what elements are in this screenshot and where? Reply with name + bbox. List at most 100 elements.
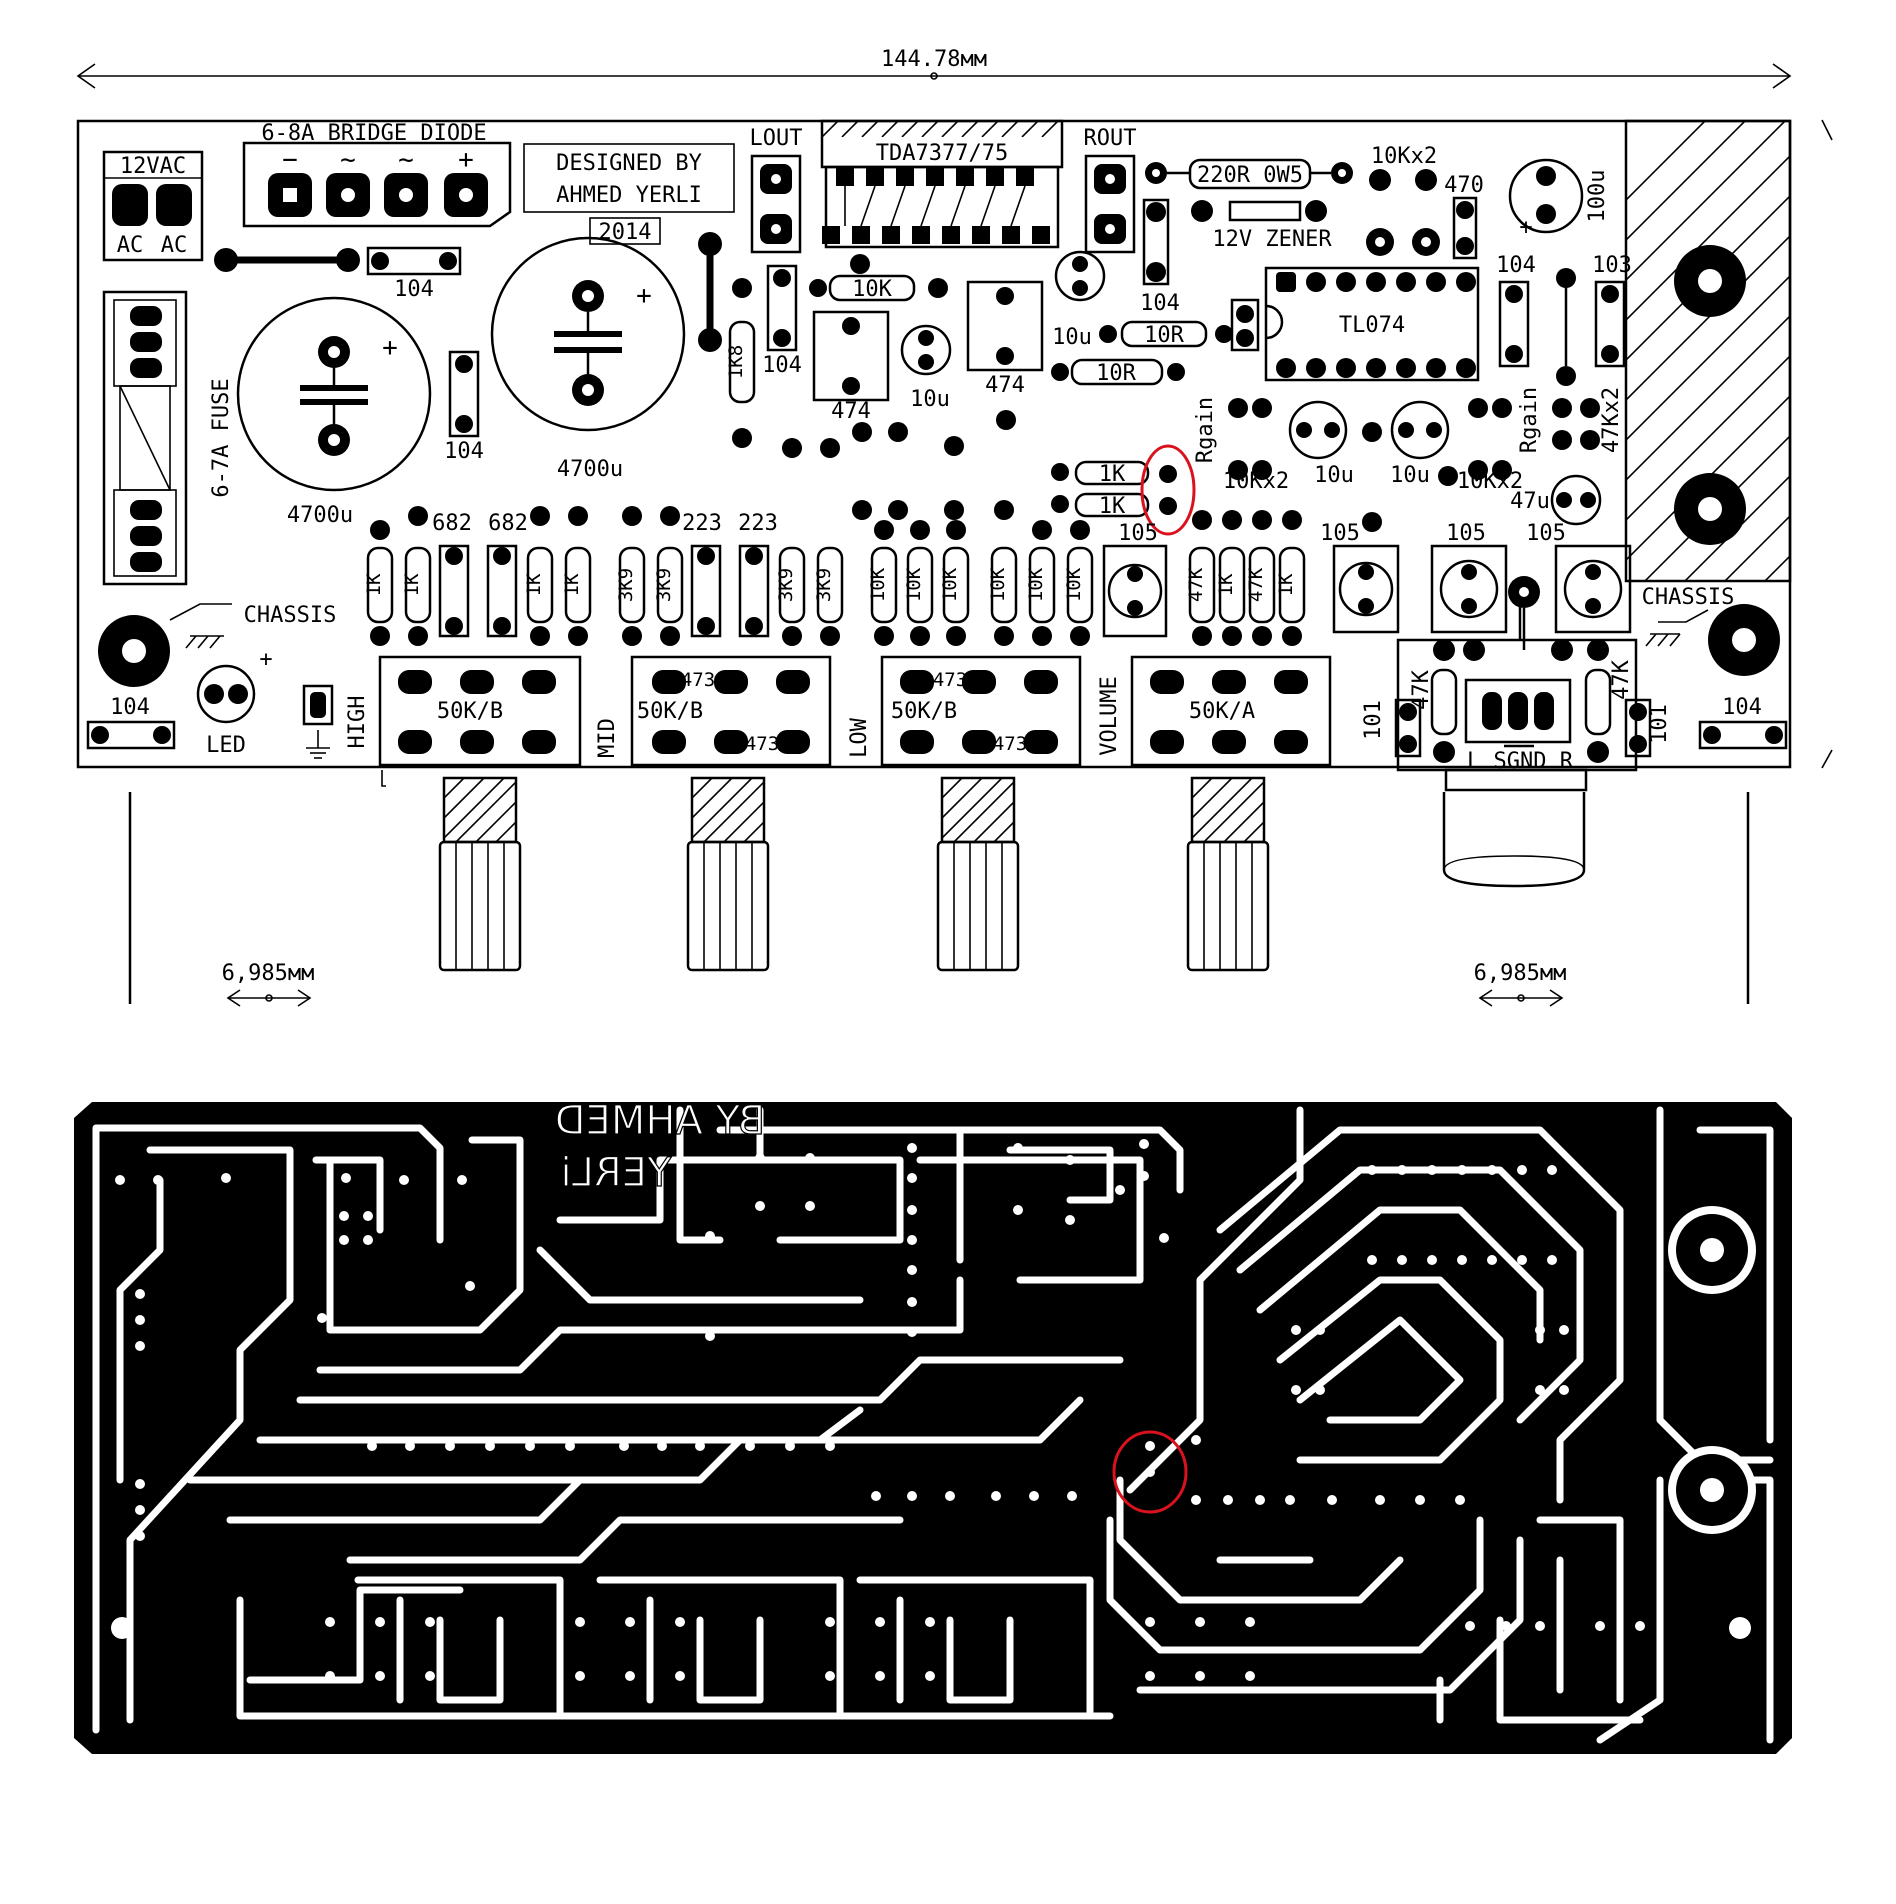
r1k8-area: 1K8 104	[698, 232, 802, 448]
svg-text:1K: 1K	[1275, 573, 1297, 596]
svg-text:101: 101	[1647, 704, 1672, 744]
svg-text:CHASSIS: CHASSIS	[1642, 585, 1735, 610]
svg-text:10K: 10K	[1025, 567, 1047, 602]
svg-text:12VAC: 12VAC	[120, 154, 186, 179]
svg-text:+: +	[259, 647, 272, 672]
svg-text:10u: 10u	[1314, 463, 1354, 488]
top-dimension: 144.78мм	[76, 47, 1792, 89]
bypass-cap-104-bottom-right: 104	[1698, 695, 1788, 750]
lout-connector: LOUT	[750, 126, 802, 254]
input-jack: 101 47K L SGND R 47K 101	[1361, 604, 1672, 888]
svg-text:47K: 47K	[1409, 669, 1434, 709]
svg-text:6,985мм: 6,985мм	[1474, 961, 1567, 986]
svg-text:CHASSIS: CHASSIS	[244, 603, 337, 628]
dimension-top-label: 144.78мм	[881, 47, 987, 72]
copper-credit-text: BY AHMED YERLi	[554, 1097, 766, 1196]
svg-text:LED: LED	[206, 733, 246, 758]
svg-text:AC: AC	[161, 233, 188, 258]
svg-text:DESIGNED BY: DESIGNED BY	[556, 151, 702, 176]
chassis-mount-left: CHASSIS	[98, 603, 336, 687]
cap-10u-a: 10u	[900, 324, 952, 412]
svg-text:101: 101	[1361, 700, 1386, 740]
power-led: + LED	[196, 647, 273, 758]
svg-text:MID: MID	[595, 718, 620, 758]
cap-10u-b: 10u	[1052, 250, 1106, 350]
svg-text:104: 104	[394, 277, 434, 302]
svg-text:3K9: 3K9	[615, 568, 637, 602]
svg-text:1K: 1K	[561, 573, 583, 596]
svg-text:223: 223	[738, 511, 778, 536]
svg-text:47K: 47K	[1185, 567, 1207, 602]
ground-pad	[302, 684, 334, 759]
svg-text:HIGH: HIGH	[345, 696, 370, 749]
svg-text:100u: 100u	[1585, 170, 1610, 223]
gain-section: Rgain 10Kx2 10u 10u 10Kx2 Rgain 47Kx2 47…	[1193, 387, 1624, 532]
svg-text:47u: 47u	[1510, 489, 1550, 514]
svg-text:10u: 10u	[1052, 325, 1092, 350]
svg-text:+: +	[382, 333, 398, 363]
svg-text:473: 473	[993, 733, 1027, 755]
pot-mid: MID 473 50K/B 473	[595, 655, 832, 972]
svg-text:104: 104	[1140, 291, 1180, 316]
svg-text:4700u: 4700u	[287, 503, 353, 528]
svg-text:1K: 1K	[1215, 573, 1237, 596]
highlight-circle-top	[1140, 444, 1196, 536]
svg-text:10u: 10u	[910, 387, 950, 412]
copper-layer: BY AHMED YERLi	[74, 1097, 1792, 1754]
chassis-mount-right: CHASSIS	[1642, 585, 1780, 676]
heatsink-hatch	[1624, 119, 1792, 583]
svg-text:3K9: 3K9	[653, 568, 675, 602]
svg-text:103: 103	[1592, 253, 1632, 278]
svg-text:105: 105	[1526, 521, 1566, 546]
svg-text:473: 473	[745, 733, 779, 755]
bridge-diode: 6-8A BRIDGE DIODE − ~ ~ +	[242, 121, 512, 228]
svg-text:BY AHMED: BY AHMED	[555, 1098, 765, 1144]
svg-text:10u: 10u	[1390, 463, 1430, 488]
svg-text:104: 104	[110, 695, 150, 720]
fuse-holder: 6-7A FUSE	[102, 290, 234, 586]
bridge-bypass: 104	[214, 246, 462, 302]
svg-text:10Kx2: 10Kx2	[1371, 144, 1437, 169]
svg-text:3K9: 3K9	[813, 568, 835, 602]
svg-text:10R: 10R	[1096, 361, 1136, 386]
svg-text:473: 473	[681, 669, 715, 691]
svg-text:10K: 10K	[1063, 567, 1085, 602]
svg-text:+: +	[458, 145, 474, 175]
svg-text:1K: 1K	[1099, 494, 1126, 519]
svg-text:47K: 47K	[1245, 567, 1267, 602]
svg-text:474: 474	[831, 399, 871, 424]
main-filter-cap-left: + 4700u	[236, 296, 432, 528]
svg-text:682: 682	[432, 511, 472, 536]
svg-text:10K: 10K	[903, 567, 925, 602]
svg-text:~: ~	[340, 145, 356, 175]
cap-474-a: 474	[812, 310, 890, 424]
svg-text:104: 104	[444, 439, 484, 464]
svg-text:682: 682	[488, 511, 528, 536]
svg-text:105: 105	[1118, 521, 1158, 546]
highlight-circle-bottom	[1112, 1430, 1188, 1514]
svg-text:10R: 10R	[1144, 323, 1184, 348]
resistors-1k-pair: 1K 1K	[1051, 444, 1196, 536]
svg-text:47K: 47K	[1609, 659, 1634, 699]
svg-text:10K: 10K	[852, 277, 892, 302]
right-bypass-caps: 104 103	[1496, 253, 1632, 386]
supply-regulation: 220R 0W5 12V ZENER 10Kx2 470 + 100u 104	[1140, 144, 1610, 316]
svg-text:4700u: 4700u	[557, 457, 623, 482]
svg-text:1K: 1K	[523, 573, 545, 596]
svg-text:VOLUME: VOLUME	[1097, 676, 1122, 755]
svg-text:~: ~	[398, 145, 414, 175]
svg-text:12V ZENER: 12V ZENER	[1212, 227, 1332, 252]
svg-text:223: 223	[682, 511, 722, 536]
tone-resistor-array: 1K 1K 682 682 1K 1K 3K9 3K9 223	[363, 410, 1632, 650]
main-filter-cap-mid: + 4700u	[490, 236, 686, 482]
bottom-dimension-right: 6,985мм	[1474, 961, 1567, 1007]
svg-text:10K: 10K	[867, 567, 889, 602]
bypass-cap-104-a: 104	[444, 350, 484, 464]
pot-low: LOW 473 50K/B 473	[847, 655, 1082, 972]
svg-text:1K: 1K	[363, 573, 385, 596]
svg-text:1K8: 1K8	[725, 345, 747, 379]
svg-text:473: 473	[933, 669, 967, 691]
svg-text:104: 104	[1722, 695, 1762, 720]
rout-connector: ROUT	[1084, 126, 1136, 254]
